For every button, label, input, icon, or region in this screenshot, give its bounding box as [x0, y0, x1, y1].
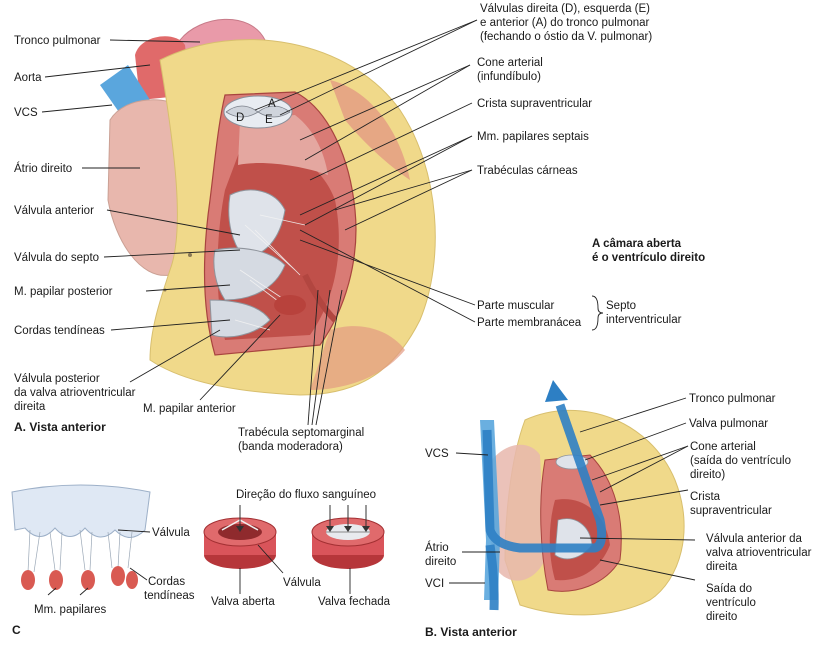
label-valvula-ant-b-1: Válvula anterior da: [706, 533, 802, 545]
label-vcs-b: VCS: [425, 448, 449, 460]
panel-b-illustration: [480, 380, 685, 616]
label-valvula-center: Válvula: [283, 577, 321, 589]
label-valvulas-pulm-2: e anterior (A) do tronco pulmonar: [480, 17, 650, 29]
label-valvula-ant-b-3: direita: [706, 561, 738, 573]
label-cone-arterial-a-2: (infundíbulo): [477, 71, 541, 83]
panel-c-title: C: [12, 623, 21, 637]
anterior-cusp-shape: [228, 189, 286, 259]
myocardium-left: [330, 80, 410, 180]
label-trabecula-1: Trabécula septomarginal: [238, 427, 364, 439]
chordae-c: [27, 529, 133, 573]
label-camara-2: é o ventrículo direito: [592, 252, 705, 264]
label-vci-b: VCI: [425, 578, 444, 590]
label-valvula-c: Válvula: [152, 527, 190, 539]
label-tronco-pulmonar-a: Tronco pulmonar: [14, 35, 101, 47]
cusp-letter-e: E: [265, 114, 273, 126]
label-cone-b-3: direito): [690, 469, 725, 481]
label-trabeculas-carneas: Trabéculas cárneas: [477, 165, 578, 177]
valve-leaflet-sheet: [11, 484, 151, 538]
label-septo-2: interventricular: [606, 314, 682, 326]
blood-flow-arrow-lower: [485, 544, 499, 611]
label-valvula-posterior-2: da valva atrioventricular: [14, 387, 136, 399]
papillary-muscles-c: [21, 566, 138, 590]
label-valvula-posterior-1: Válvula posterior: [14, 373, 100, 385]
label-atrio-direito-a: Átrio direito: [14, 162, 72, 175]
panel-b-labels: Tronco pulmonar Valva pulmonar Cone arte…: [425, 393, 812, 639]
cusp-letter-d: D: [236, 112, 244, 124]
pulmonary-valve-cusps: [223, 95, 293, 129]
label-cordas-tendineas-a: Cordas tendíneas: [14, 325, 105, 337]
label-valvula-septo: Válvula do septo: [14, 252, 99, 264]
label-papilar-posterior: M. papilar posterior: [14, 286, 113, 298]
label-camara-1: A câmara aberta: [592, 238, 682, 250]
label-cone-b-1: Cone arterial: [690, 441, 756, 453]
label-atrio-b-2: direito: [425, 556, 456, 568]
panel-a-labels: Tronco pulmonar Aorta VCS Átrio direito …: [14, 3, 705, 453]
label-parte-membranacea: Parte membranácea: [477, 317, 582, 329]
label-cordas-c-2: tendíneas: [144, 590, 195, 602]
label-papilares-septais: Mm. papilares septais: [477, 131, 589, 143]
panel-b-title: B. Vista anterior: [425, 625, 517, 639]
label-valva-fechada: Valva fechada: [318, 596, 391, 608]
label-valvula-posterior-3: direita: [14, 401, 46, 413]
blood-flow-arrow: [482, 403, 607, 553]
label-papilares-c: Mm. papilares: [34, 604, 106, 616]
label-valvula-anterior: Válvula anterior: [14, 205, 94, 217]
label-vcs-a: VCS: [14, 107, 38, 119]
label-septo-1: Septo: [606, 300, 636, 312]
posterior-cusp-shape: [209, 299, 271, 338]
label-crista-b-1: Crista: [690, 491, 721, 503]
cusp-letter-a: A: [268, 98, 276, 110]
label-saida-b-3: direito: [706, 611, 737, 623]
panel-a-illustration: D A E: [100, 18, 436, 396]
label-parte-muscular: Parte muscular: [477, 300, 555, 312]
label-trabecula-2: (banda moderadora): [238, 441, 343, 453]
septal-cusp-shape: [213, 247, 286, 301]
panel-c-illustration: [11, 484, 385, 596]
label-valva-aberta: Valva aberta: [211, 596, 275, 608]
label-saida-b-1: Saída do: [706, 583, 752, 595]
panel-c-labels: Válvula Cordas tendíneas Mm. papilares D…: [12, 489, 391, 637]
label-cordas-c-1: Cordas: [148, 576, 185, 588]
flow-arrowhead: [545, 380, 568, 402]
closed-valve-ring: [311, 505, 385, 569]
label-saida-b-2: ventrículo: [706, 597, 756, 609]
anterior-papillary-muscle: [274, 295, 306, 315]
myocardium-lower: [310, 326, 405, 390]
label-papilar-anterior: M. papilar anterior: [143, 403, 236, 415]
panel-a-leaders: [41, 19, 604, 426]
label-cone-b-2: (saída do ventrículo: [690, 455, 791, 467]
label-crista-b-2: supraventricular: [690, 505, 772, 517]
chordae-tendineae: [234, 214, 306, 331]
open-valve-ring: [203, 505, 277, 569]
panel-a-title: A. Vista anterior: [14, 420, 106, 434]
label-direcao-fluxo: Direção do fluxo sanguíneo: [236, 489, 376, 501]
label-valvulas-pulm-1: Válvulas direita (D), esquerda (E): [480, 3, 650, 15]
label-valvulas-pulm-3: (fechando o óstio da V. pulmonar): [480, 31, 652, 43]
label-valva-pulmonar-b: Valva pulmonar: [689, 418, 768, 430]
label-aorta: Aorta: [14, 72, 42, 84]
label-crista-a: Crista supraventricular: [477, 98, 592, 110]
label-valvula-ant-b-2: valva atrioventricular: [706, 547, 812, 559]
label-atrio-b-1: Átrio: [425, 541, 449, 554]
panel-b-leaders: [449, 397, 696, 584]
label-cone-arterial-a-1: Cone arterial: [477, 57, 543, 69]
label-tronco-pulmonar-b: Tronco pulmonar: [689, 393, 776, 405]
moderator-band: [302, 273, 338, 323]
